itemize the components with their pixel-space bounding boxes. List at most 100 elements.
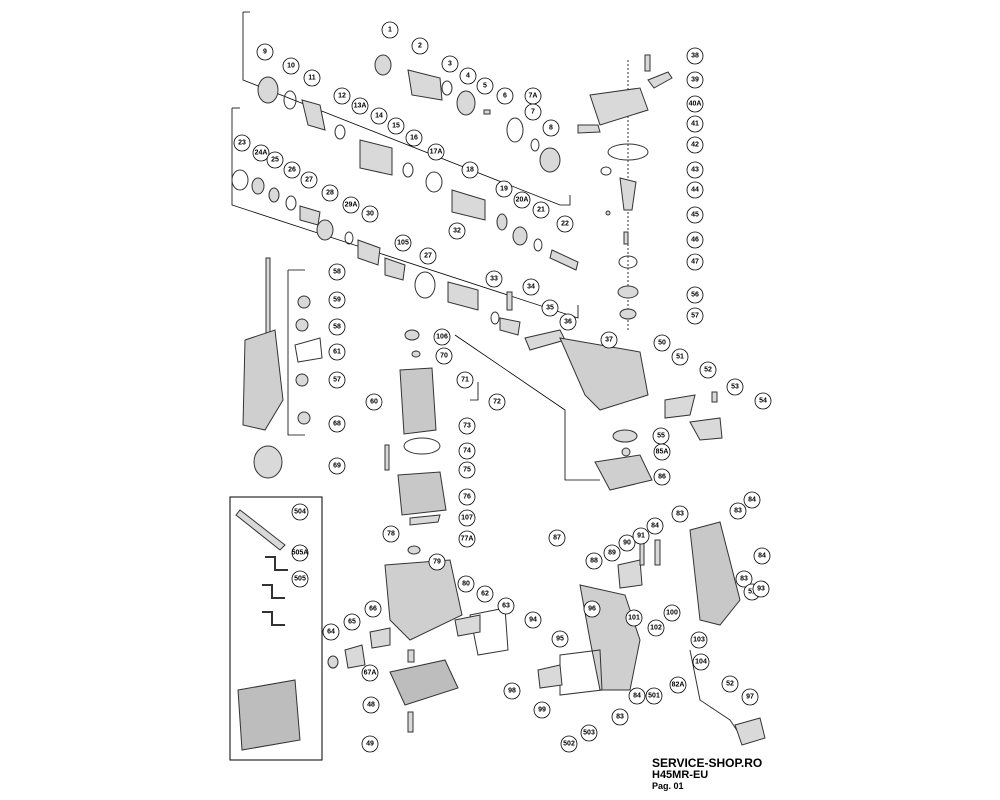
callout-label: 79 <box>433 559 441 566</box>
callout-circle <box>522 278 540 296</box>
callout-circle <box>548 529 566 547</box>
callout-label: 68 <box>333 421 341 428</box>
callout-circle <box>458 509 476 527</box>
callout-circle <box>428 553 446 571</box>
callout-label: 21 <box>537 207 545 214</box>
callout-circle <box>458 417 476 435</box>
part-29A <box>384 257 406 281</box>
callout-circle <box>752 580 770 598</box>
callout-label: 39 <box>691 77 699 84</box>
part-61 <box>242 329 284 431</box>
callout-label: 52 <box>726 681 734 688</box>
callout-label: 3 <box>448 61 452 68</box>
callout-circle <box>266 151 284 169</box>
callout-95: 95 <box>551 630 569 648</box>
part-34 <box>524 329 566 351</box>
callout-label: 106 <box>436 334 448 341</box>
callout-circle <box>252 144 270 162</box>
callout-circle <box>457 575 475 593</box>
callout-circle <box>328 343 346 361</box>
callout-89: 89 <box>603 544 621 562</box>
callout-label: 502 <box>563 741 575 748</box>
part-74 <box>397 471 447 516</box>
part-23 <box>268 187 280 203</box>
callout-circle <box>303 69 321 87</box>
callout-label: 29A <box>345 202 358 209</box>
callout-circle <box>387 117 405 135</box>
callout-17A: 17A <box>427 143 445 161</box>
callout-label: 57 <box>691 313 699 320</box>
callout-label: 16 <box>410 135 418 142</box>
callout-circle <box>362 696 380 714</box>
callout-circle <box>671 505 689 523</box>
callout-circle <box>686 307 704 325</box>
callout-label: 104 <box>695 659 707 666</box>
callout-label: 5 <box>483 83 487 90</box>
callout-40A: 40A <box>686 95 704 113</box>
callout-label: 72 <box>493 399 501 406</box>
callout-97: 97 <box>741 688 759 706</box>
callout-label: 76 <box>463 494 471 501</box>
part-20A <box>549 249 579 271</box>
callout-label: 10 <box>287 63 295 70</box>
callout-circle <box>458 530 476 548</box>
callout-57: 57 <box>686 307 704 325</box>
part-10 <box>301 99 326 131</box>
callout-7A: 7A <box>524 87 542 105</box>
callout-11: 11 <box>303 69 321 87</box>
callout-84: 84 <box>743 491 761 509</box>
part-3 <box>441 80 453 96</box>
callout-circle <box>448 222 466 240</box>
part-1 <box>374 54 392 76</box>
callout-circle <box>645 687 663 705</box>
callout-label: 41 <box>691 121 699 128</box>
callout-circle <box>647 619 665 637</box>
callout-label: 53 <box>731 384 739 391</box>
callout-circle <box>328 318 346 336</box>
callout-8: 8 <box>542 119 560 137</box>
callout-label: 95 <box>556 636 564 643</box>
callout-label: 98 <box>508 688 516 695</box>
callout-1: 1 <box>381 21 399 39</box>
part-13 <box>359 139 393 176</box>
accessories-box <box>229 496 323 761</box>
callout-label: 30 <box>366 211 374 218</box>
callout-3: 3 <box>441 55 459 73</box>
callout-label: 27 <box>305 177 313 184</box>
callout-label: 83 <box>734 508 742 515</box>
callout-46: 46 <box>686 231 704 249</box>
callout-2: 2 <box>411 37 429 55</box>
callout-102: 102 <box>647 619 665 637</box>
callout-circle <box>754 392 772 410</box>
callout-label: 78 <box>387 531 395 538</box>
callout-35: 35 <box>541 299 559 317</box>
callout-label: 89 <box>608 550 616 557</box>
callout-label: 97 <box>746 694 754 701</box>
callout-505A: 505A <box>291 544 309 562</box>
part-32 <box>506 291 513 311</box>
callout-circle <box>653 468 671 486</box>
callout-label: 52 <box>704 367 712 374</box>
callout-24A: 24A <box>252 144 270 162</box>
callout-label: 71 <box>461 377 469 384</box>
callout-label: 69 <box>333 463 341 470</box>
callout-52: 52 <box>721 675 739 693</box>
callout-98: 98 <box>503 682 521 700</box>
callout-circle <box>328 291 346 309</box>
callout-42: 42 <box>686 136 704 154</box>
callout-60: 60 <box>365 393 383 411</box>
callout-label: 501 <box>648 693 660 700</box>
part-78 <box>384 559 463 641</box>
callout-label: 85A <box>656 449 669 456</box>
callout-96: 96 <box>583 600 601 618</box>
callout-circle <box>488 393 506 411</box>
callout-label: 83 <box>676 511 684 518</box>
callout-label: 36 <box>564 319 572 326</box>
callout-label: 91 <box>637 533 645 540</box>
callout-103: 103 <box>690 631 708 649</box>
callout-label: 504 <box>294 509 306 516</box>
part-90 <box>654 539 661 566</box>
callout-label: 2 <box>418 43 422 50</box>
callout-circle <box>458 442 476 460</box>
part-9 <box>257 76 279 104</box>
